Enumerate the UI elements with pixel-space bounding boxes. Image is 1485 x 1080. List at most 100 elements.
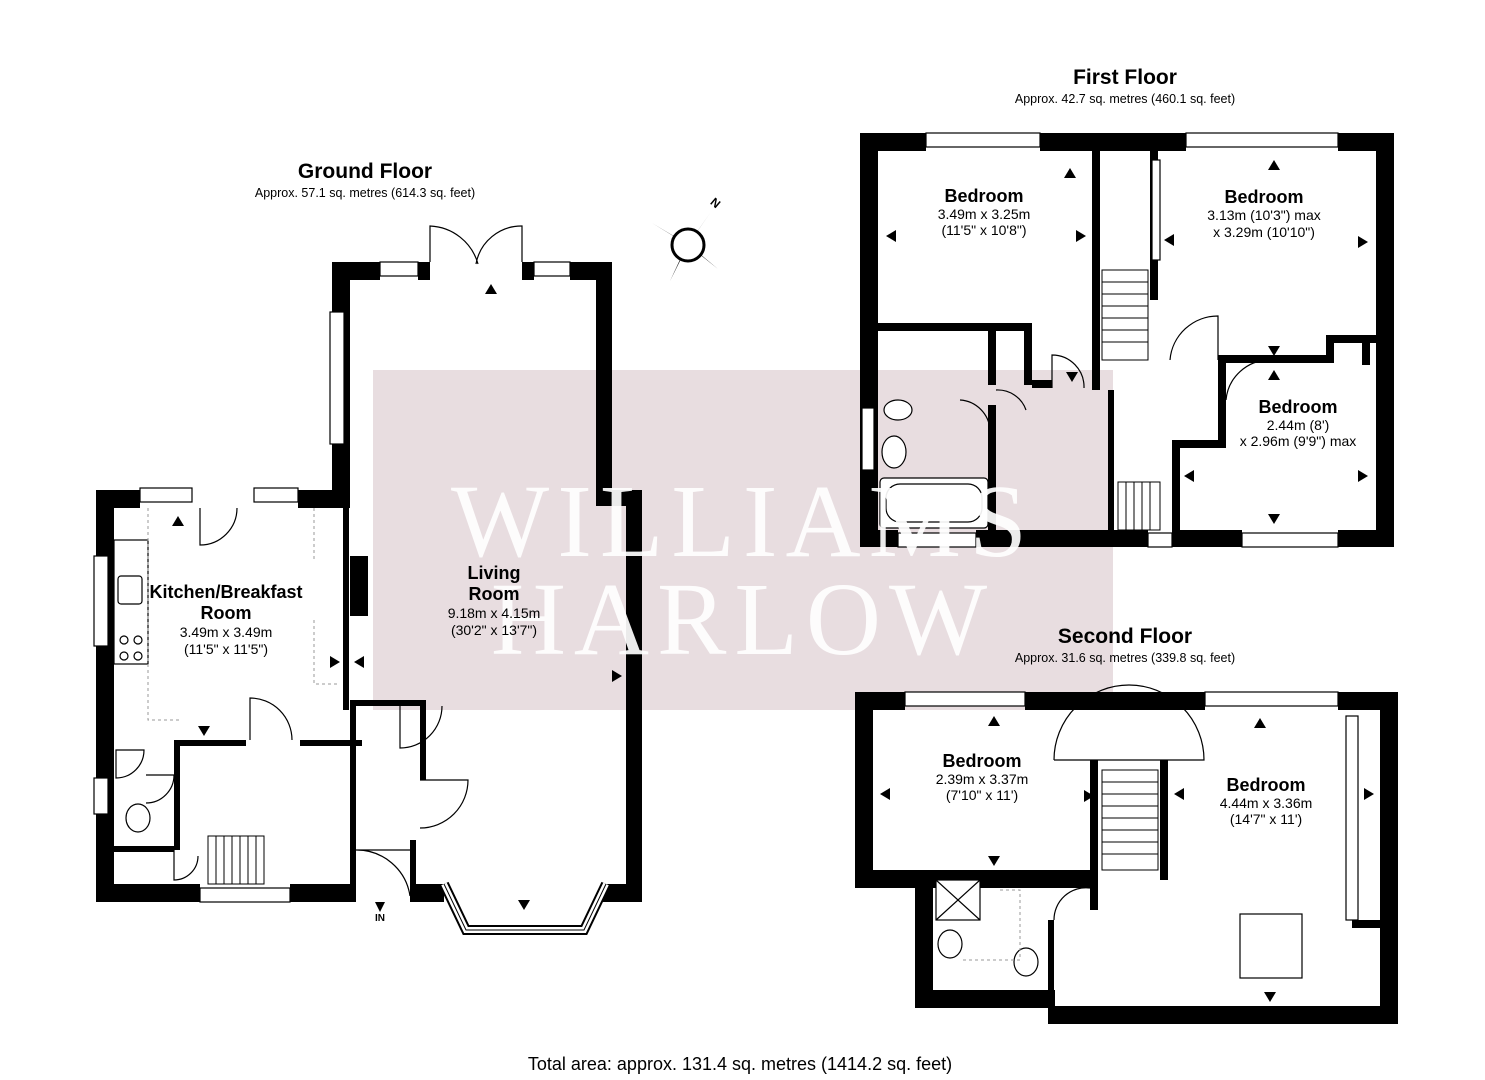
dim-arrow [612, 670, 622, 682]
window [199, 887, 291, 903]
second-bedroom-2-dims-ft: (14'7" x 11') [1229, 811, 1303, 827]
wall [350, 700, 426, 706]
wall [1032, 380, 1052, 388]
wall [1218, 355, 1226, 445]
wall [522, 262, 534, 280]
kitchen-dims-m: 3.49m x 3.49m [179, 624, 273, 640]
door-swing [429, 225, 479, 265]
stairs [1117, 481, 1161, 531]
wall [596, 262, 612, 502]
second-bedroom-2-name: Bedroom [1226, 775, 1306, 795]
dim-arrow [1084, 790, 1094, 802]
living-name-line-2: Room [468, 584, 520, 604]
dim-arrow [886, 230, 896, 242]
wall [1040, 133, 1186, 151]
wall [1092, 150, 1100, 390]
window [93, 555, 109, 647]
door-swing [249, 697, 293, 741]
toilet [1013, 947, 1039, 977]
watermark-line-2: HARLOW [490, 562, 996, 677]
stairs [1101, 269, 1149, 361]
window [925, 132, 1041, 148]
wall [174, 740, 180, 850]
wall [290, 884, 352, 902]
toilet [125, 803, 151, 833]
living-dims-m: 9.18m x 4.15m [447, 605, 541, 621]
dim-arrow [880, 788, 890, 800]
door-swing [1225, 359, 1271, 401]
wall [410, 840, 416, 902]
wall [300, 740, 362, 746]
window [139, 487, 193, 503]
wall [860, 530, 898, 547]
window [1151, 159, 1161, 261]
living-name-line-1: Living [467, 563, 521, 583]
dim-arrow [485, 284, 497, 294]
stairs [207, 835, 265, 885]
wall [1024, 323, 1032, 385]
first-bedroom-3-dims-ft: x 2.96m (9'9") max [1239, 433, 1357, 449]
door-swing [145, 774, 175, 804]
window [329, 311, 345, 445]
door-swing [173, 850, 199, 881]
dim-arrow [518, 900, 530, 910]
wall [332, 262, 380, 280]
wall [1025, 692, 1205, 710]
wall [1380, 692, 1398, 1024]
dim-arrow [988, 856, 1000, 866]
dim-arrow [1358, 236, 1368, 248]
dim-arrow [1164, 234, 1174, 246]
dim-arrow [1268, 346, 1280, 356]
wall [915, 990, 1055, 1008]
window [533, 261, 571, 277]
window [897, 532, 977, 548]
window [1147, 532, 1173, 548]
wall [1352, 920, 1380, 928]
wall [878, 323, 1032, 331]
window [861, 407, 875, 471]
dim-arrow [1268, 160, 1280, 170]
door-swing [399, 705, 443, 749]
door-swing [1053, 887, 1091, 921]
door-swing [1053, 684, 1205, 761]
wall [332, 430, 350, 508]
wall [1226, 355, 1326, 363]
first-bedroom-1-name: Bedroom [944, 186, 1024, 206]
first-bedroom-3-name: Bedroom [1258, 397, 1338, 417]
first-floor-area: Approx. 42.7 sq. metres (460.1 sq. feet) [1014, 92, 1236, 106]
wall [1326, 335, 1334, 363]
dim-arrow [330, 656, 340, 668]
wall [420, 700, 426, 780]
wall [180, 740, 246, 746]
entrance-arrow [375, 902, 385, 912]
kitchen-name-line-1: Kitchen/Breakfast [149, 582, 303, 602]
wall [114, 846, 174, 852]
watermark-line-1: WILLIAMS [451, 464, 1035, 579]
living-dims-ft: (30'2" x 13'7") [450, 622, 538, 638]
skylight [1239, 913, 1303, 979]
door-swing [995, 389, 1027, 411]
door-swing [199, 507, 238, 546]
second-floor-title: Second Floor [1057, 625, 1193, 648]
first-bedroom-1-dims-m: 3.49m x 3.25m [937, 206, 1031, 222]
door-swing [475, 225, 523, 265]
dim-arrow [1264, 992, 1276, 1002]
kitchen-dims-ft: (11'5" x 11'5") [183, 641, 269, 657]
wall [410, 884, 444, 902]
wall [1160, 760, 1168, 880]
wall [96, 490, 140, 508]
door-swing [355, 849, 411, 897]
wall [1172, 440, 1226, 448]
first-bedroom-1-dims-ft: (11'5" x 10'8") [941, 222, 1027, 238]
door-swing [959, 399, 991, 431]
compass-icon [652, 213, 718, 281]
window [253, 487, 299, 503]
wall [1172, 530, 1242, 547]
wall [1172, 440, 1180, 545]
ground-floor-title: Ground Floor [297, 160, 433, 183]
wall [343, 505, 349, 710]
dim-arrow [1064, 168, 1076, 178]
dim-arrow [1184, 470, 1194, 482]
window [379, 261, 419, 277]
toilet [883, 399, 913, 421]
